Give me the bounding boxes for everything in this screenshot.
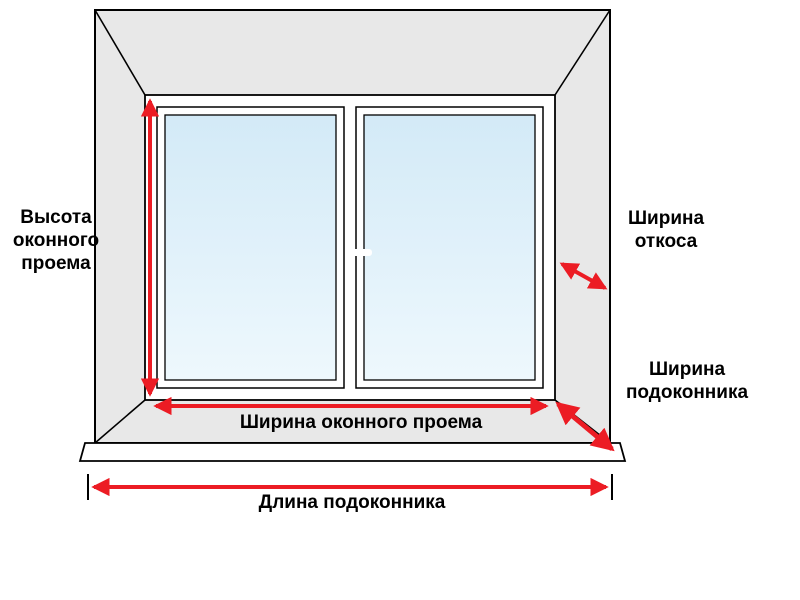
right-glass-pane [363,114,536,381]
reveal-diagonal-bottom-left [94,399,146,444]
slope-width-label: Ширина откоса [627,208,705,253]
slope-width-arrow [559,262,608,290]
sill-width-label: Ширина подоконника [625,359,749,404]
window-handle [351,249,372,256]
sill-width-arrow [555,401,615,452]
reveal-diagonal-top-left [94,9,146,96]
window-sill [78,442,627,462]
opening-height-label: Высота оконного проема [12,207,100,275]
opening-width-label: Ширина оконного проема [239,412,483,433]
sill-length-label: Длина подоконника [258,492,446,513]
reveal-diagonal-top-right [554,9,611,96]
left-glass-pane [164,114,337,381]
